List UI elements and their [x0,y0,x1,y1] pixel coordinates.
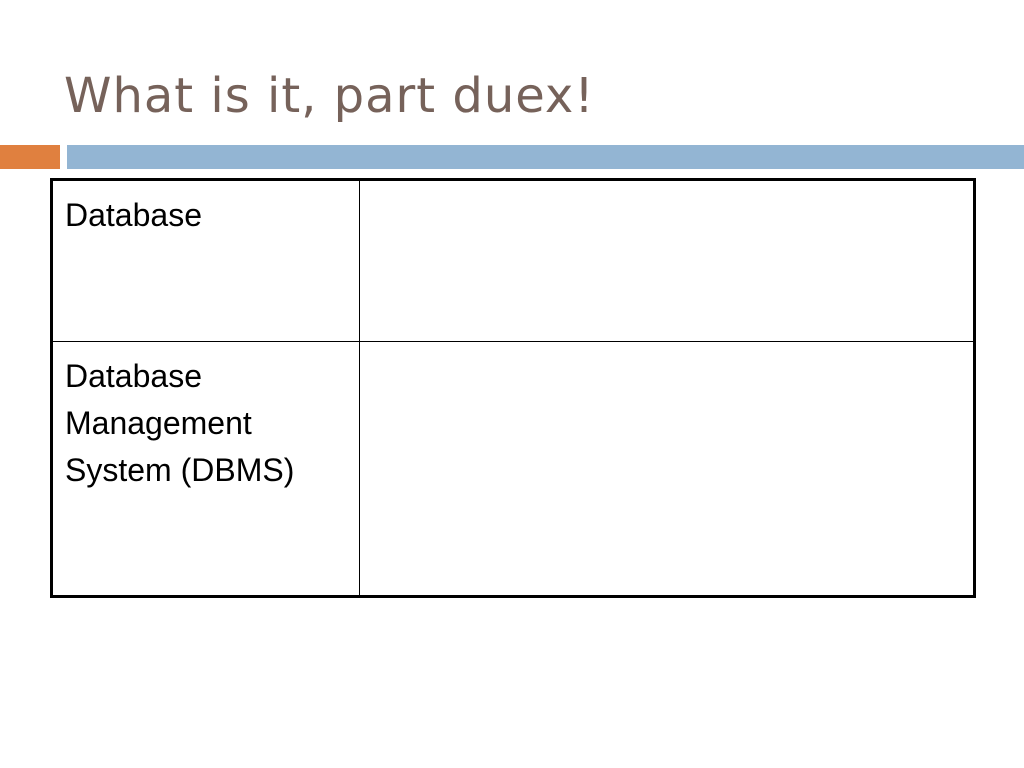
definition-cell [359,341,975,597]
accent-bar-orange [0,145,60,169]
slide-title: What is it, part duex! [64,68,595,124]
accent-bar-blue [67,145,1024,169]
definition-table: Database Database Management System (DBM… [50,178,976,598]
table-row: Database Management System (DBMS) [51,341,975,597]
term-cell: Database [51,179,360,342]
definition-cell [359,179,975,342]
term-cell: Database Management System (DBMS) [51,341,360,597]
table-row: Database [51,179,975,342]
